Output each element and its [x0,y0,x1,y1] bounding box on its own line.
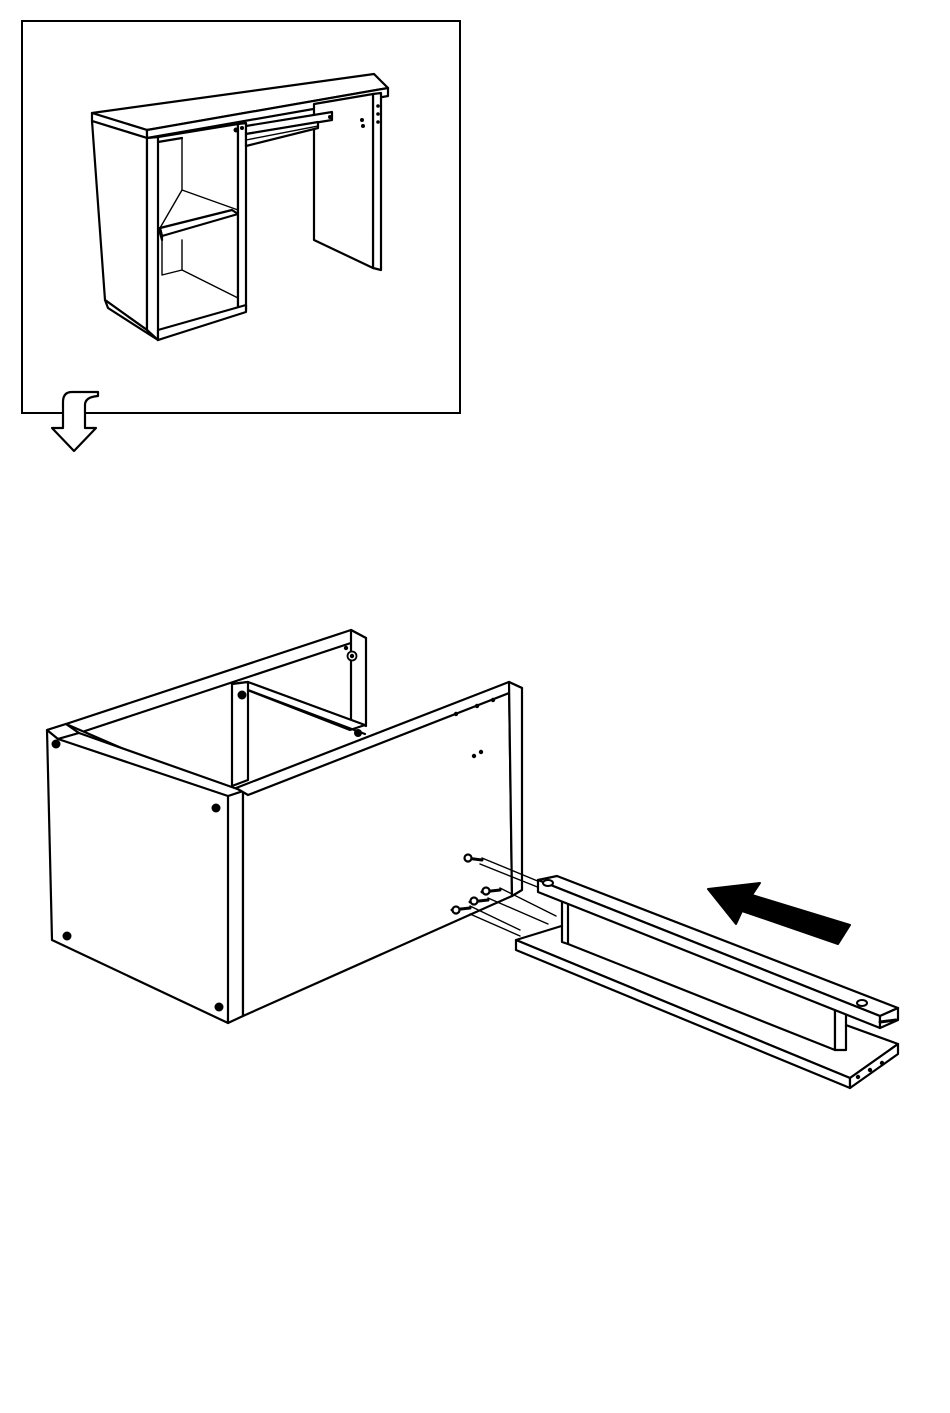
cabinet-assembly-illustration [47,630,898,1088]
overview-panel [22,21,460,413]
cam-hole [212,804,221,813]
cam-hole [215,1003,224,1012]
cam-hole [52,740,61,749]
cam-hole [63,932,72,941]
cam-hole [354,729,362,737]
push-direction-arrow-icon [708,883,850,944]
